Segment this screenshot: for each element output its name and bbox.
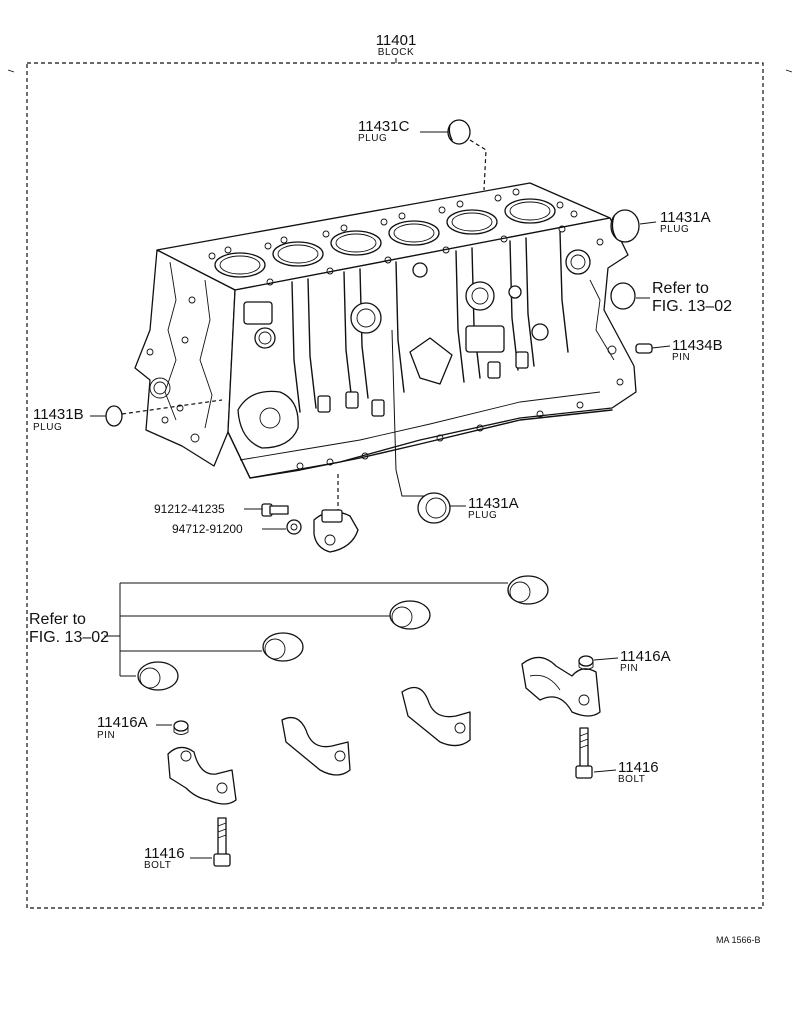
assembly-frame [26,62,764,909]
drawing-code: MA 1566-B [716,935,761,945]
bolt-left-name: BOLT [144,860,171,871]
refer-right-line2: FIG. 13–02 [652,298,732,315]
pin-11416a-left [173,720,189,735]
assembly-number: 11401 [376,32,417,49]
pin-a-left-number: 11416A [97,714,148,731]
bolt-11416-left [213,817,231,867]
pin-a-left-name: PIN [97,730,115,741]
bolt-right-number: 11416 [618,759,659,776]
plug-c-name: PLUG [358,133,387,144]
pin-11416a-right [578,655,594,670]
bolt-right-name: BOLT [618,774,645,785]
plug-refer-right [610,282,636,310]
plug-b-number: 11431B [33,406,84,423]
deck-bolt-holes [208,188,578,286]
main-bearing-2 [389,600,431,630]
bolt-left-number: 11416 [144,845,185,862]
pin-a-right-number: 11416A [620,648,671,665]
plug-11431a-bottom [417,492,451,524]
cylinder-bores [214,198,556,278]
plug-c-number: 11431C [358,118,410,135]
bearing-cap-3 [401,686,471,747]
main-bearing-3 [262,632,304,662]
plug-a-rear-number: 11431A [660,209,711,226]
main-bearing-1 [507,575,549,605]
plug-a-bottom-name: PLUG [468,510,497,521]
plug-a-rear-name: PLUG [660,224,689,235]
plug-b-name: PLUG [33,422,62,433]
washer-small-number: 94712-91200 [172,522,243,536]
refer-left-line1: Refer to [29,611,86,628]
bearing-cap-front [167,746,237,805]
pin-b-number: 11434B [672,337,723,354]
bearing-cap-2 [281,716,351,776]
plug-11431c [447,119,471,145]
bolt-small-number: 91212-41235 [154,502,225,516]
cylinder-block-illustration [134,182,637,479]
pin-a-right-name: PIN [620,663,638,674]
plug-a-bottom-number: 11431A [468,495,519,512]
washer-94712 [286,519,302,535]
bearing-cap-rear [521,656,601,717]
assembly-name: BLOCK [378,47,414,58]
plug-11431b [105,405,123,427]
refer-left-line2: FIG. 13–02 [29,629,109,646]
refer-right-line1: Refer to [652,280,709,297]
plug-11431a-rear [610,209,640,243]
pin-b-name: PIN [672,352,690,363]
pin-11434b [635,343,653,354]
main-bearing-4 [137,661,179,691]
oil-nozzle-bracket [313,509,359,553]
bolt-91212 [261,503,289,517]
bolt-11416-right [575,727,593,779]
